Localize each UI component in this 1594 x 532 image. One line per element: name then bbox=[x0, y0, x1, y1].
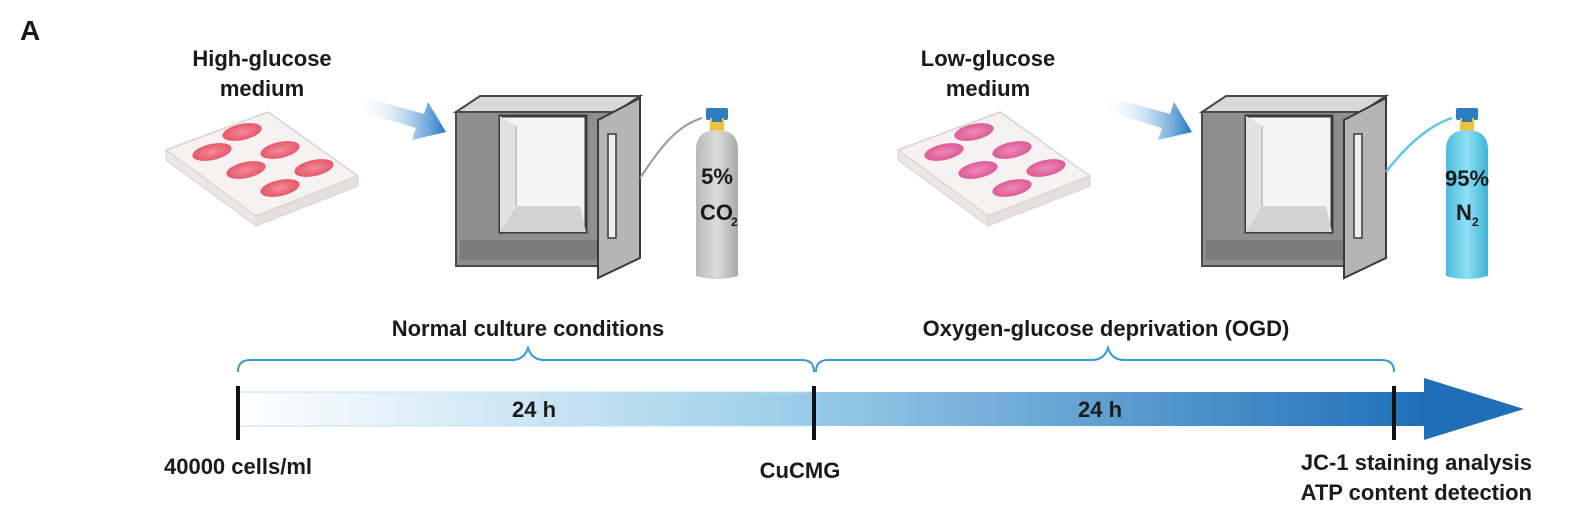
end-label-line1: JC-1 staining analysis bbox=[1301, 450, 1532, 475]
culture-well bbox=[192, 143, 232, 161]
co2-percent: 5% bbox=[701, 164, 733, 189]
incubator bbox=[452, 94, 644, 280]
panel-label: A bbox=[20, 15, 40, 46]
mid-label: CuCMG bbox=[760, 458, 841, 483]
culture-well bbox=[958, 161, 998, 179]
low-glucose-plate bbox=[896, 111, 1092, 227]
phase1-label: Normal culture conditions bbox=[392, 316, 665, 341]
phase2-brace bbox=[815, 344, 1395, 373]
phase2-duration: 24 h bbox=[1078, 397, 1122, 422]
input-arrow bbox=[356, 96, 446, 140]
phase1-brace bbox=[237, 344, 815, 373]
n2-formula: N bbox=[1456, 200, 1472, 225]
stage1-medium-label-line1: High-glucose bbox=[192, 46, 331, 71]
phase2-label: Oxygen-glucose deprivation (OGD) bbox=[923, 316, 1290, 341]
culture-well bbox=[222, 123, 262, 141]
culture-well bbox=[260, 179, 300, 197]
co2-gas-cylinder bbox=[639, 108, 738, 279]
co2-formula: CO bbox=[700, 200, 733, 225]
culture-well bbox=[260, 141, 300, 159]
culture-well bbox=[992, 179, 1032, 197]
incubator bbox=[1198, 94, 1390, 280]
co2-subscript: 2 bbox=[731, 215, 738, 229]
n2-gas-cylinder bbox=[1385, 108, 1488, 279]
stage1-medium-label-line2: medium bbox=[220, 76, 304, 101]
culture-well bbox=[1026, 159, 1066, 177]
start-label: 40000 cells/ml bbox=[164, 454, 312, 479]
stage2-medium-label-line1: Low-glucose bbox=[921, 46, 1055, 71]
n2-percent: 95% bbox=[1445, 166, 1489, 191]
n2-subscript: 2 bbox=[1472, 215, 1479, 229]
culture-well bbox=[954, 123, 994, 141]
stage2-medium-label-line2: medium bbox=[946, 76, 1030, 101]
end-label-line2: ATP content detection bbox=[1301, 480, 1532, 505]
timeline-arrow bbox=[238, 378, 1524, 440]
phase1-duration: 24 h bbox=[512, 397, 556, 422]
culture-well bbox=[294, 159, 334, 177]
input-arrow bbox=[1102, 96, 1192, 140]
culture-well bbox=[924, 143, 964, 161]
culture-well bbox=[992, 141, 1032, 159]
culture-well bbox=[226, 161, 266, 179]
high-glucose-plate bbox=[164, 111, 360, 227]
